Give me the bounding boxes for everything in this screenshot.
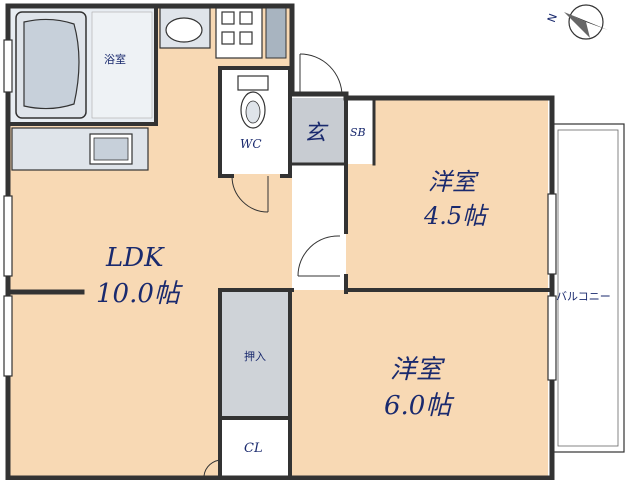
entrance-floor [292, 98, 344, 164]
shoebox-floor [346, 98, 374, 164]
oshiire-floor [222, 290, 290, 416]
bath-washroom [91, 11, 153, 119]
compass-icon [564, 4, 608, 40]
pipe-space [265, 7, 287, 59]
kitchen-counter [11, 127, 149, 171]
bathtub [15, 11, 87, 119]
label-western-2-size: 6.0帖 [384, 391, 455, 421]
label-shoebox: SB [350, 126, 366, 139]
label-western-2-name: 洋室 [390, 355, 446, 385]
compass-label: N [545, 12, 560, 24]
windows [3, 39, 557, 381]
walls [5, 3, 555, 480]
label-western-1-name: 洋室 [428, 168, 479, 196]
toilet [237, 75, 269, 129]
label-bath: 浴室 [104, 52, 126, 66]
label-western-1-size: 4.5帖 [423, 202, 489, 230]
closet-floor [222, 420, 290, 476]
washer-space [215, 7, 263, 59]
label-balcony: バルコニー [556, 290, 611, 303]
balcony [551, 123, 625, 453]
bedroom-small-floor [346, 98, 548, 292]
label-entrance: 玄 [304, 121, 329, 146]
label-wc: WC [240, 137, 262, 151]
wash-basin [159, 7, 211, 49]
label-ldk-name: LDK [105, 243, 165, 273]
label-closet: CL [244, 441, 263, 456]
bedroom-large-floor [290, 290, 548, 476]
doors [203, 53, 343, 477]
label-oshiire: 押入 [244, 349, 266, 363]
label-ldk-size: 10.0帖 [96, 279, 184, 309]
